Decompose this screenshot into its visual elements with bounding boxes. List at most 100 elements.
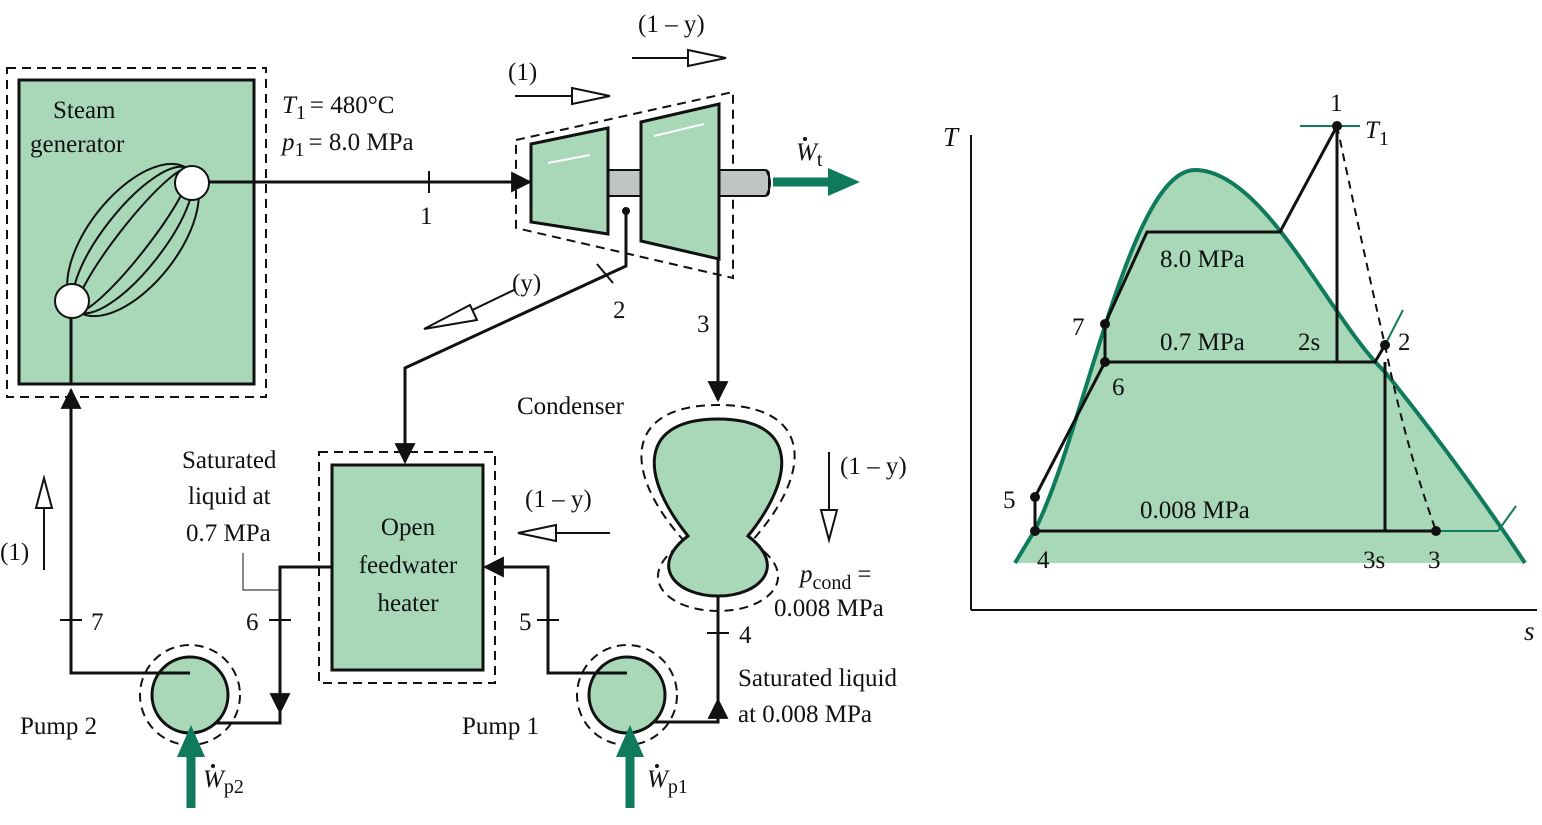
ts-point-7: [1100, 319, 1110, 329]
ts-point-2-label: 2: [1398, 329, 1411, 356]
pump-2-body: [150, 655, 230, 735]
flow-y-label: (y): [512, 270, 541, 297]
open-feedwater-heater: Open feedwater heater: [318, 451, 496, 684]
condenser: [640, 403, 796, 613]
steam-generator-label-2: generator: [30, 131, 125, 158]
pipe-state-2: [394, 211, 628, 465]
hp-turbine-stage: [529, 126, 610, 236]
ts-point-5-label: 5: [1003, 487, 1016, 514]
fwh-box: [330, 463, 485, 672]
sat-liq-07-line3: 0.7 MPa: [186, 520, 271, 547]
shaft-end-icon: [765, 169, 771, 197]
boiler-outlet-port: [174, 165, 210, 201]
fwh-label-2: feedwater: [359, 552, 458, 579]
steam-generator-box: [17, 78, 256, 386]
p1-label: p1= 8.0 MPa: [280, 129, 414, 161]
wp2-dot: [211, 764, 215, 768]
state-2-tick: [596, 263, 614, 284]
pipe-state-7: [60, 387, 190, 675]
ts-point-5: [1030, 492, 1040, 502]
ts-isobar-tick-low: [1497, 505, 1517, 532]
ts-isobar-tick-mid: [1384, 309, 1404, 346]
ts-diagram: T s 1 T1 8.0 MPa 0.7 MPa 2s 2 7: [943, 90, 1537, 646]
fwh-label-1: Open: [381, 514, 436, 541]
state-7-label: 7: [91, 609, 104, 636]
condenser-label: Condenser: [517, 393, 625, 420]
ts-point-3: [1431, 526, 1441, 536]
fwh-label-3: heater: [377, 590, 439, 617]
pump-1-label: Pump 1: [462, 713, 539, 740]
ts-point-4: [1030, 526, 1040, 536]
state-3-label: 3: [697, 311, 710, 338]
steam-generator-label-1: Steam: [53, 97, 116, 124]
wp2-label: Wp2: [203, 766, 244, 798]
ts-p-low-label: 0.008 MPa: [1140, 497, 1250, 524]
condenser-boundary: [640, 403, 796, 613]
steam-generator: Steam generator: [6, 67, 267, 398]
flow-1-label: (1): [508, 59, 537, 86]
flow-1my-top-label: (1 – y): [638, 11, 705, 38]
lp-turbine-stage: [639, 102, 721, 261]
pump-1: [576, 644, 678, 746]
sat-liq-0008-line1: Saturated liquid: [738, 665, 897, 692]
ts-point-6-label: 6: [1112, 374, 1125, 401]
ts-p-high-label: 8.0 MPa: [1160, 246, 1245, 273]
ts-t1-label: T1: [1365, 117, 1389, 150]
pump-1-work-arrow-head: [616, 725, 644, 757]
pump-1-body: [587, 655, 667, 735]
state-2-label: 2: [613, 297, 626, 324]
ts-point-2s-label: 2s: [1298, 329, 1320, 356]
state-5-label: 5: [519, 609, 532, 636]
sat-liq-07-leader: [242, 553, 280, 591]
flow-arrow-1my-head: [687, 48, 727, 68]
work-out-arrow-head: [828, 168, 860, 196]
ts-point-2: [1380, 340, 1390, 350]
ts-point-1-label: 1: [1330, 90, 1343, 117]
wp1-dot: [655, 764, 659, 768]
ts-point-7-label: 7: [1072, 314, 1085, 341]
condenser-shell: [652, 417, 784, 598]
t1-label: T1= 480°C: [282, 92, 394, 124]
ts-point-3s-label: 3s: [1363, 547, 1385, 574]
state-1-label: 1: [420, 203, 433, 230]
sat-liq-0008-line2: at 0.008 MPa: [738, 701, 872, 728]
pipe-state-4: [632, 596, 720, 724]
lp-highlight: [653, 123, 705, 137]
flow-1-return-label: (1): [0, 539, 29, 566]
ts-dome-fill: [1015, 170, 1525, 563]
wt-label: Wt: [796, 139, 823, 171]
state-6-label: 6: [246, 609, 259, 636]
pump-2-work-arrow-head: [177, 725, 205, 757]
flow-cond-arrow-head: [819, 509, 839, 544]
ts-p-mid-label: 0.7 MPa: [1160, 329, 1245, 356]
pcond-label: pcond=: [798, 561, 872, 594]
flow-feed-arrow-head: [517, 523, 557, 543]
turbine: [515, 90, 771, 280]
flow-return-arrow-head: [34, 474, 54, 509]
flow-y-arrow-head: [423, 303, 479, 330]
ts-point-6: [1100, 357, 1110, 367]
sat-liq-07-line2: liquid at: [188, 483, 271, 510]
state-4-label: 4: [739, 622, 752, 649]
flow-1my-feed-label: (1 – y): [525, 486, 592, 513]
boiler-inlet-port: [54, 283, 90, 319]
turbine-boundary: [515, 90, 734, 280]
ts-saturation-dome: [1013, 167, 1527, 565]
sat-liq-07-line1: Saturated: [182, 447, 277, 474]
steam-generator-boundary: [6, 67, 267, 398]
ts-point-1: [1332, 121, 1342, 131]
ts-point-3-label: 3: [1428, 547, 1441, 574]
ts-axis-s-label: s: [1524, 616, 1535, 646]
pcond-value: 0.008 MPa: [774, 595, 884, 622]
ts-point-4-label: 4: [1037, 547, 1050, 574]
ts-07mpa-line: [1105, 344, 1387, 364]
flow-arrow-1-head: [571, 86, 611, 106]
flow-1my-cond-label: (1 – y): [840, 453, 907, 480]
wt-dot: [803, 137, 807, 141]
wp1-label: Wp1: [647, 766, 688, 798]
ts-axis-t-label: T: [943, 122, 960, 152]
hp-highlight: [547, 154, 591, 164]
pump-2-label: Pump 2: [20, 713, 97, 740]
pipe-state-6: [190, 565, 332, 725]
